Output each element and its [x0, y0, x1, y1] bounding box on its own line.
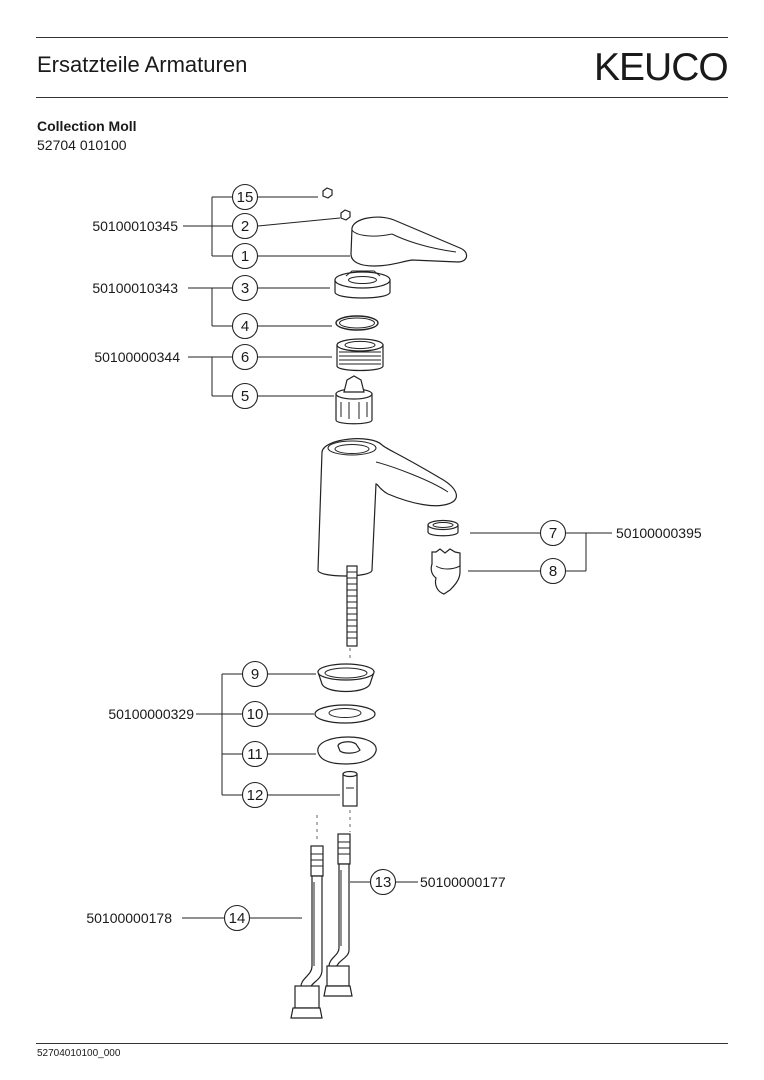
part-number-50100000395: 50100000395 [616, 525, 702, 541]
assembly-axes [316, 648, 351, 840]
part-14-supply-hose [290, 845, 324, 1019]
callout-7: 7 [539, 519, 567, 547]
callout-4-label: 4 [241, 318, 249, 335]
callout-10-label: 10 [247, 706, 264, 723]
callout-14-label: 14 [229, 910, 246, 927]
header-top-rule [36, 37, 728, 38]
callout-2-label: 2 [241, 218, 249, 235]
callout-5: 5 [231, 382, 259, 410]
header-bottom-rule [36, 97, 728, 98]
callout-10: 10 [241, 700, 269, 728]
part-1-lever-handle [350, 216, 468, 267]
callout-6-label: 6 [241, 349, 249, 366]
part-12-sleeve [342, 770, 358, 807]
part-number-50100010345: 50100010345 [92, 218, 178, 234]
callout-7-label: 7 [549, 525, 557, 542]
callout-9: 9 [241, 660, 269, 688]
page-title: Ersatzteile Armaturen [37, 52, 248, 77]
callout-1: 1 [231, 242, 259, 270]
part-number-50100000329: 50100000329 [108, 706, 194, 722]
callout-15: 15 [231, 183, 259, 211]
callout-11: 11 [241, 740, 269, 768]
callout-12-label: 12 [247, 787, 264, 804]
callout-6: 6 [231, 343, 259, 371]
brand-logo: KEUCO [594, 46, 729, 89]
callout-8-label: 8 [549, 563, 557, 580]
part-11-horseshoe-washer [317, 736, 377, 765]
callout-14: 14 [223, 904, 251, 932]
part-2-screw [340, 209, 351, 221]
part-9-fixing-ring [317, 663, 375, 693]
part-number-50100000177: 50100000177 [420, 874, 506, 890]
leader-lines [182, 196, 612, 919]
threaded-stud [346, 565, 358, 647]
part-7-aerator [427, 519, 459, 537]
part-10-washer [314, 704, 376, 724]
part-5-cartridge [335, 375, 373, 425]
callout-15-label: 15 [237, 189, 254, 206]
part-8-aerator-key [430, 548, 461, 595]
callout-13: 13 [369, 868, 397, 896]
collection-name: Collection Moll [37, 118, 137, 134]
callout-4: 4 [231, 312, 259, 340]
part-number-50100010343: 50100010343 [92, 280, 178, 296]
part-4-o-ring [335, 315, 379, 331]
mixer-body [317, 438, 457, 577]
callout-8: 8 [539, 557, 567, 585]
callout-5-label: 5 [241, 388, 249, 405]
part-3-cover-cap [334, 270, 391, 299]
callout-11-label: 11 [247, 746, 263, 763]
part-15-grub-screw [322, 187, 333, 199]
callout-3: 3 [231, 274, 259, 302]
part-13-supply-hose [323, 833, 353, 997]
part-6-threaded-ring [336, 338, 384, 372]
part-number-50100000344: 50100000344 [94, 349, 180, 365]
callout-2: 2 [231, 212, 259, 240]
callout-9-label: 9 [251, 666, 259, 683]
footer-rule [36, 1043, 728, 1044]
callout-13-label: 13 [375, 874, 392, 891]
part-number-50100000178: 50100000178 [86, 910, 172, 926]
article-number: 52704 010100 [37, 137, 127, 153]
callout-12: 12 [241, 781, 269, 809]
callout-1-label: 1 [241, 248, 249, 265]
callout-3-label: 3 [241, 280, 249, 297]
document-id: 52704010100_000 [37, 1048, 121, 1059]
